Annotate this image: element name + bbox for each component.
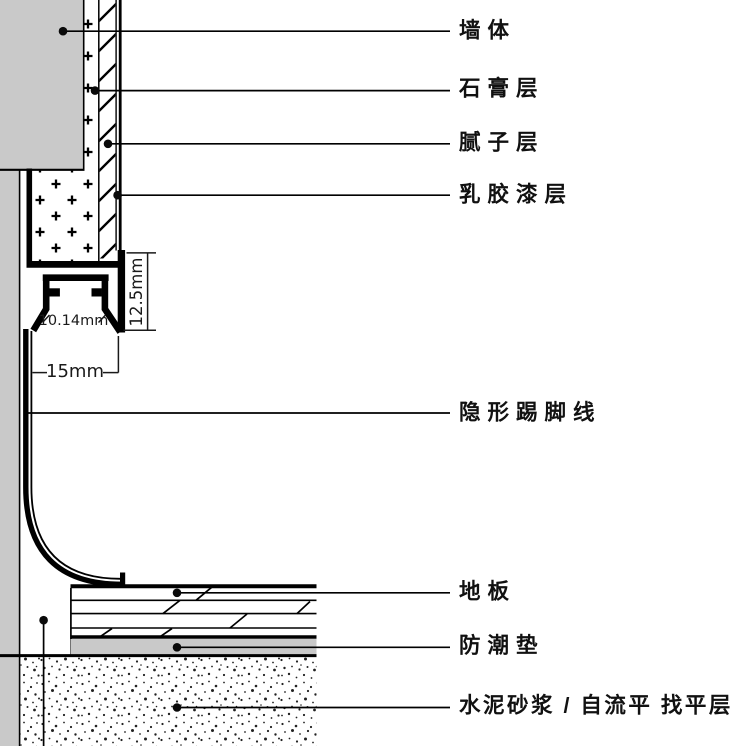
dimension-marks (32, 252, 156, 374)
label-leveling-layer: 水泥砂浆 / 自流平 找平层 (459, 693, 733, 718)
label-floor: 地板 (459, 578, 517, 603)
plaster-layer (31, 0, 100, 262)
plank-joints (99, 585, 311, 638)
leader-lines (24, 26, 450, 746)
dimension-profile-height: 12.5mm (126, 257, 146, 326)
label-putty-layer: 腻子层 (459, 130, 545, 155)
label-hidden-skirting: 隐形踢脚线 (459, 399, 602, 424)
leveling-layer (20, 657, 317, 746)
dimension-channel-inner-width: 10.14mm (38, 312, 109, 329)
dimension-base-width: 15mm (46, 361, 104, 382)
putty-layer (99, 0, 116, 259)
skirting-profile (23, 168, 126, 587)
paint-layer (115, 0, 122, 251)
wall-body (0, 0, 85, 746)
label-wall-body: 墙体 (459, 18, 517, 43)
label-paint-layer: 乳胶漆层 (459, 182, 574, 207)
label-moisture-pad: 防潮垫 (459, 633, 545, 658)
label-plaster-layer: 石膏层 (459, 76, 545, 101)
